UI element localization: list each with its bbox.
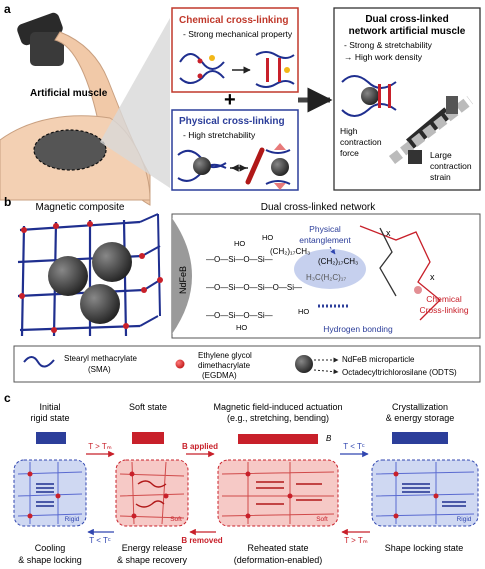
chem-si-row1: —O—Si—O—Si— bbox=[206, 255, 273, 264]
b-removed-label: B removed bbox=[181, 536, 222, 545]
chem-crosslink-box: Chemical cross-linking - Strong mechanic… bbox=[171, 7, 299, 93]
energy-1: Energy release bbox=[122, 543, 183, 553]
state-box-rigid-1: Rigid bbox=[13, 459, 87, 527]
composite-lattice bbox=[17, 213, 163, 337]
chem-ho3: HO bbox=[236, 323, 247, 332]
chem-ho2: HO bbox=[262, 233, 273, 242]
spotlight-cone bbox=[100, 18, 170, 188]
mag-actuation-1: Magnetic field-induced actuation bbox=[213, 402, 342, 412]
chem-crosslink-2: Cross-linking bbox=[419, 305, 468, 315]
chem-ho1: HO bbox=[234, 239, 245, 248]
high-force-3: force bbox=[340, 148, 359, 158]
phys-title: Physical cross-linking bbox=[179, 116, 285, 127]
dual-desc-1: - Strong & stretchability bbox=[344, 40, 433, 50]
panel-b-label: b bbox=[4, 195, 11, 209]
initial-1: Initial bbox=[39, 402, 60, 412]
dual-network-title: Dual cross-linked network bbox=[261, 202, 376, 213]
initial-2: rigid state bbox=[30, 413, 69, 423]
chem-ch2-1: (CH₂)₁₇CH₃ bbox=[270, 247, 310, 256]
b-applied-label: B applied bbox=[182, 442, 218, 451]
state-box-soft-1: Soft bbox=[115, 459, 189, 527]
b-field-symbol: B bbox=[326, 434, 332, 443]
legend-egdma-1: Ethylene glycol bbox=[198, 351, 252, 360]
large-strain-3: strain bbox=[430, 172, 451, 182]
phys-desc: - High stretchability bbox=[183, 130, 256, 140]
chem-desc: - Strong mechanical property bbox=[183, 29, 293, 39]
cryst-1: Crystallization bbox=[392, 402, 448, 412]
legend-sma-2: (SMA) bbox=[88, 365, 111, 374]
chem-h3c: H₃C(H₂C)₁₇ bbox=[306, 273, 347, 282]
chem-crosslink-1: Chemical bbox=[426, 294, 462, 304]
chem-si-row3: —O—Si—O—Si— bbox=[206, 311, 273, 320]
soft-tag-2: Soft bbox=[316, 516, 328, 523]
dual-desc-2: → High work density bbox=[344, 52, 423, 62]
legend-sma-1: Stearyl methacrylate bbox=[64, 354, 137, 363]
legend-egdma-2: dimethacrylate bbox=[198, 361, 251, 370]
hydrogen-bonding-label: Hydrogen bonding bbox=[323, 324, 393, 334]
chem-si-row2: —O—Si—O—Si—O—Si— bbox=[206, 283, 302, 292]
physical-entanglement-2: entanglement bbox=[299, 235, 351, 245]
locking-label: Shape locking state bbox=[385, 543, 464, 553]
chem-title: Chemical cross-linking bbox=[179, 15, 288, 26]
cryst-2: & energy storage bbox=[386, 413, 455, 423]
reheated-2: (deformation-enabled) bbox=[234, 555, 323, 565]
sample-stretched bbox=[238, 434, 318, 444]
large-strain-2: contraction bbox=[430, 161, 472, 171]
panel-c-label: c bbox=[4, 391, 11, 405]
t-gt-tm-2: T > Tₘ bbox=[344, 536, 368, 545]
chem-ch2-2: (CH₂)₁₇CH₃ bbox=[318, 257, 358, 266]
methyl-x2: x bbox=[430, 272, 435, 282]
legend: Stearyl methacrylate (SMA) Ethylene glyc… bbox=[13, 345, 481, 383]
phys-crosslink-box: Physical cross-linking - High stretchabi… bbox=[171, 109, 299, 191]
chem-ho4: HO bbox=[298, 307, 309, 316]
rigid-tag-1: Rigid bbox=[65, 516, 80, 523]
legend-odts: Octadecyltrichlorosilane (ODTS) bbox=[342, 368, 457, 377]
magnetic-composite-title: Magnetic composite bbox=[36, 202, 125, 213]
methyl-x1: x bbox=[386, 228, 391, 238]
network-detail: NdFeB HO HO —O—Si—O—Si— (CH₂)₁₇CH₃ —O—Si… bbox=[171, 213, 481, 339]
sample-soft-1 bbox=[132, 432, 164, 444]
legend-ndfeb: NdFeB microparticle bbox=[342, 355, 415, 364]
high-force-1: High bbox=[340, 126, 358, 136]
legend-egdma-3: (EGDMA) bbox=[202, 371, 237, 380]
sample-rigid-2 bbox=[392, 432, 448, 444]
dual-title-1: Dual cross-linked bbox=[365, 14, 448, 25]
sample-rigid-1 bbox=[36, 432, 66, 444]
plus-sign: + bbox=[224, 89, 236, 111]
state-box-soft-2: Soft bbox=[217, 459, 339, 527]
large-strain-1: Large bbox=[430, 150, 452, 160]
reheated-1: Reheated state bbox=[247, 543, 308, 553]
mag-actuation-2: (e.g., stretching, bending) bbox=[227, 413, 329, 423]
high-force-2: contraction bbox=[340, 137, 382, 147]
state-box-rigid-2: Rigid bbox=[371, 459, 479, 527]
cooling-2: & shape locking bbox=[18, 555, 82, 565]
soft-state-title: Soft state bbox=[129, 402, 167, 412]
rigid-tag-2: Rigid bbox=[457, 516, 472, 523]
physical-entanglement-1: Physical bbox=[309, 224, 341, 234]
soft-tag-1: Soft bbox=[170, 516, 182, 523]
dual-network-box: Dual cross-linked network artificial mus… bbox=[333, 7, 481, 191]
artificial-muscle-label: Artificial muscle bbox=[30, 88, 108, 99]
ndfeb-label: NdFeB bbox=[178, 266, 188, 294]
dual-title-2: network artificial muscle bbox=[349, 26, 466, 37]
energy-2: & shape recovery bbox=[117, 555, 188, 565]
panel-a-label: a bbox=[4, 2, 11, 16]
cooling-1: Cooling bbox=[35, 543, 66, 553]
t-lt-tc-2: T < Tᶜ bbox=[89, 536, 111, 545]
t-lt-tc-1: T < Tᶜ bbox=[343, 442, 365, 451]
t-gt-tm-1: T > Tₘ bbox=[88, 442, 112, 451]
